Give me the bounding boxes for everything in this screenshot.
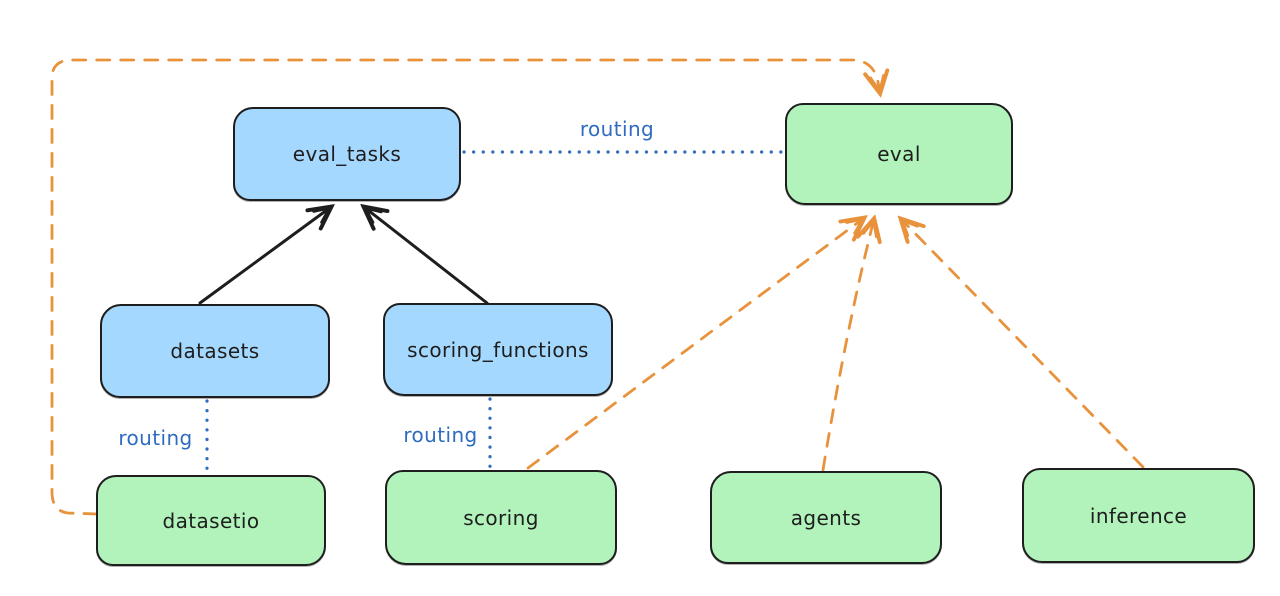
edge-agents-to-eval [821,219,874,472]
node-eval-tasks: eval_tasks [233,107,461,201]
node-label-scoring-functions: scoring_functions [407,337,589,362]
node-agents: agents [710,471,942,564]
node-label-scoring: scoring [463,505,539,530]
edge-label-routing-eval-tasks-eval: routing [579,117,655,141]
node-label-eval: eval [877,142,921,166]
edge-datasets-to-eval-tasks [198,207,331,305]
edge-scoring-functions-to-eval-tasks [364,207,489,305]
edge-datasetio-to-eval-around [50,58,880,516]
node-scoring-functions: scoring_functions [383,303,613,396]
edge-label-routing-datasets-datasetio: routing [118,426,193,450]
node-label-eval-tasks: eval_tasks [292,142,402,166]
node-label-agents: agents [790,505,862,530]
node-inference: inference [1022,468,1255,563]
node-label-datasets: datasets [170,339,260,363]
node-datasets: datasets [100,304,330,398]
node-eval: eval [785,103,1013,205]
node-label-datasetio: datasetio [162,508,260,533]
edge-scoring-to-eval [526,218,864,470]
edge-inference-to-eval [901,219,1145,469]
node-scoring: scoring [385,470,617,565]
node-datasetio: datasetio [96,475,326,566]
edge-label-routing-scoring-functions-scoring: routing [403,423,478,447]
node-label-inference: inference [1089,503,1188,528]
